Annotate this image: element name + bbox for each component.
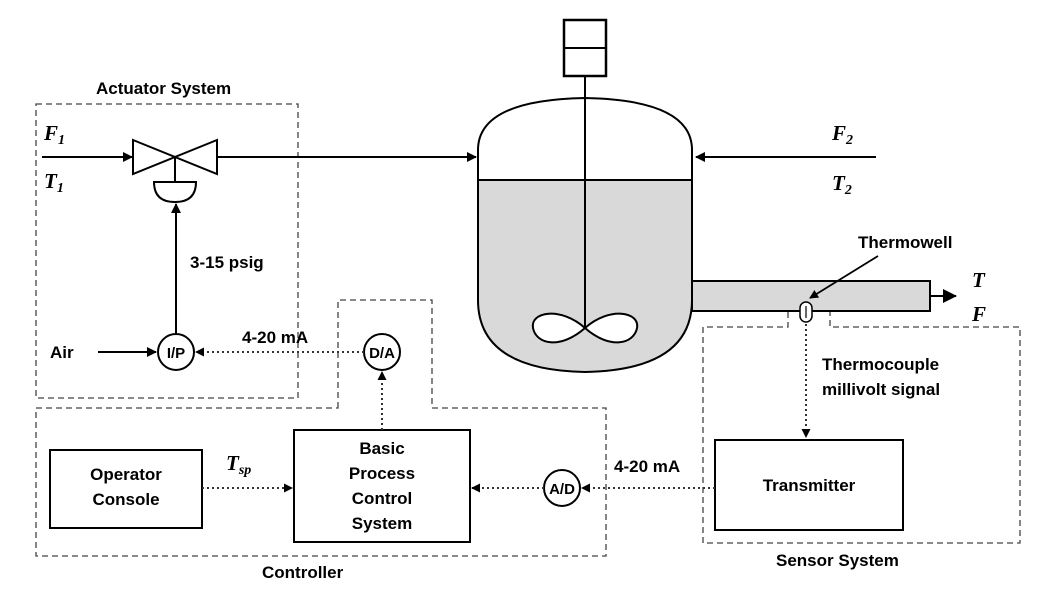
bpcs-label-4: System xyxy=(352,514,412,533)
control-valve-icon xyxy=(132,138,218,204)
thermocouple-label-2: millivolt signal xyxy=(822,380,940,399)
bpcs-label-3: Control xyxy=(352,489,412,508)
ma-left-label: 4-20 mA xyxy=(242,328,308,347)
bpcs-box xyxy=(293,429,471,543)
impeller-icon xyxy=(531,312,639,344)
agitator-motor xyxy=(562,18,608,78)
t2-label: T2 xyxy=(832,171,852,198)
actuator-system-title: Actuator System xyxy=(96,79,231,98)
f-out-label: F xyxy=(971,302,986,326)
transmitter-box xyxy=(714,439,904,531)
thermocouple-label-1: Thermocouple xyxy=(822,355,939,374)
thermowell-icon xyxy=(799,301,813,323)
ad-label: A/D xyxy=(549,481,575,498)
sensor-system-title: Sensor System xyxy=(776,551,899,570)
air-label: Air xyxy=(50,343,74,362)
tsp-label: Tsp xyxy=(226,451,251,478)
transmitter-label: Transmitter xyxy=(763,476,856,495)
operator-console-box xyxy=(49,449,203,529)
da-label: D/A xyxy=(369,345,395,362)
operator-console-label-1: Operator xyxy=(90,465,162,484)
actuator-system-boundary xyxy=(35,103,299,399)
t-out-label: T xyxy=(972,268,986,292)
controller-title: Controller xyxy=(262,563,344,582)
thermowell-pointer xyxy=(809,255,879,299)
ip-label: I/P xyxy=(167,345,185,362)
ma-right-label: 4-20 mA xyxy=(614,457,680,476)
bpcs-label-1: Basic xyxy=(359,439,404,458)
f2-label: F2 xyxy=(831,121,853,148)
thermowell-label: Thermowell xyxy=(858,233,952,252)
bpcs-label-2: Process xyxy=(349,464,415,483)
psig-label: 3-15 psig xyxy=(190,253,264,272)
f1-label: F1 xyxy=(43,121,65,148)
controller-boundary xyxy=(35,299,607,557)
operator-console-label-2: Console xyxy=(92,490,159,509)
t1-label: T1 xyxy=(44,169,64,196)
